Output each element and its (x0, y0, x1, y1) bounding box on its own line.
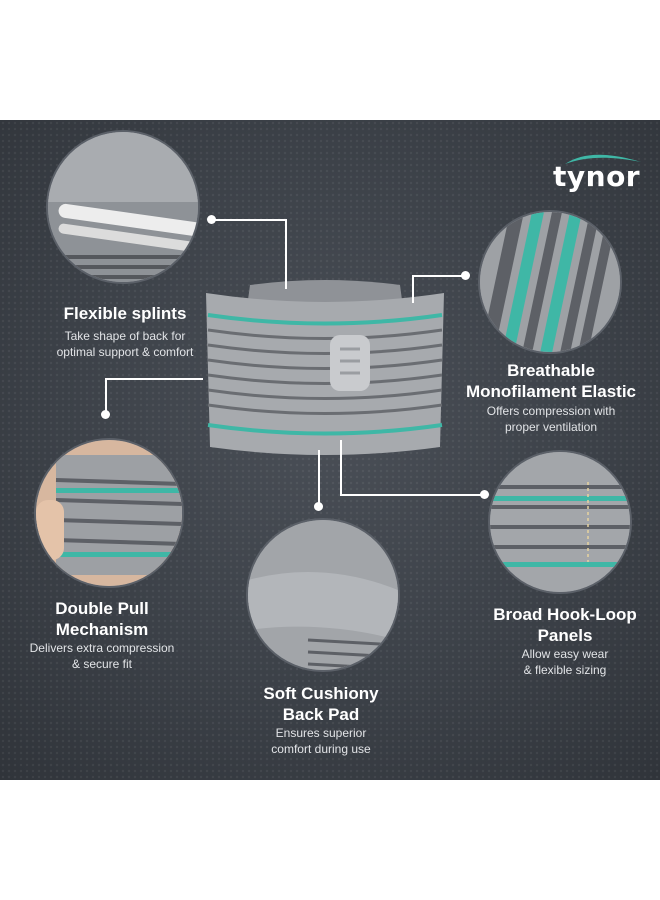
logo-swoosh-icon (565, 154, 641, 164)
connector-hook-loop-vertical (340, 440, 342, 496)
splints-closeup-image (46, 130, 200, 284)
title-line: Panels (537, 626, 593, 645)
desc-line: Allow easy wear (521, 647, 609, 661)
connector-double-pull (105, 378, 203, 380)
title-line: Back Pad (282, 705, 360, 724)
feature-title-hook-loop: Broad Hook-Loop Panels (470, 604, 660, 646)
back-pad-image (246, 518, 400, 672)
desc-line: Offers compression with (486, 404, 616, 418)
title-line: Soft Cushiony (263, 684, 379, 703)
feature-desc-elastic: Offers compression with proper ventilati… (448, 403, 654, 435)
connector-dot (207, 215, 216, 224)
logo-text: tynor (553, 160, 641, 193)
desc-line: Delivers extra compression (29, 641, 175, 655)
feature-title-splints: Flexible splints (30, 303, 220, 324)
feature-title-elastic: Breathable Monofilament Elastic (448, 360, 654, 402)
feature-title-text: Flexible splints (63, 304, 187, 323)
product-infographic-panel: tynor (0, 120, 660, 780)
feature-desc-hook-loop: Allow easy wear & flexible sizing (470, 646, 660, 678)
connector-dot (480, 490, 489, 499)
connector-hook-loop (340, 494, 484, 496)
feature-title-double-pull: Double Pull Mechanism (6, 598, 198, 640)
double-pull-image (34, 438, 184, 588)
title-line: Breathable (507, 361, 595, 380)
desc-line: & secure fit (71, 657, 133, 671)
desc-line: & flexible sizing (523, 663, 607, 677)
feature-desc-double-pull: Delivers extra compression & secure fit (6, 640, 198, 672)
desc-line: Take shape of back for (64, 329, 186, 343)
connector-dot (314, 502, 323, 511)
connector-dot (461, 271, 470, 280)
elastic-closeup-image (478, 210, 622, 354)
feature-desc-back-pad: Ensures superior comfort during use (228, 725, 414, 757)
connector-dot (101, 410, 110, 419)
connector-splints-vertical (285, 219, 287, 289)
title-line: Double Pull (55, 599, 149, 618)
title-line: Broad Hook-Loop (493, 605, 637, 624)
title-line: Monofilament Elastic (465, 382, 637, 401)
desc-line: proper ventilation (504, 420, 598, 434)
connector-elastic (413, 275, 465, 277)
title-line: Mechanism (55, 620, 149, 639)
desc-line: Ensures superior (275, 726, 367, 740)
desc-line: optimal support & comfort (56, 345, 194, 359)
connector-elastic-vertical (412, 275, 414, 303)
connector-back-pad (318, 450, 320, 506)
hook-loop-image (488, 450, 632, 594)
feature-title-back-pad: Soft Cushiony Back Pad (228, 683, 414, 725)
connector-splints (214, 219, 286, 221)
connector-double-pull-vertical (105, 378, 107, 414)
feature-desc-splints: Take shape of back for optimal support &… (30, 328, 220, 360)
lumbar-belt-illustration (206, 280, 444, 455)
desc-line: comfort during use (271, 742, 371, 756)
